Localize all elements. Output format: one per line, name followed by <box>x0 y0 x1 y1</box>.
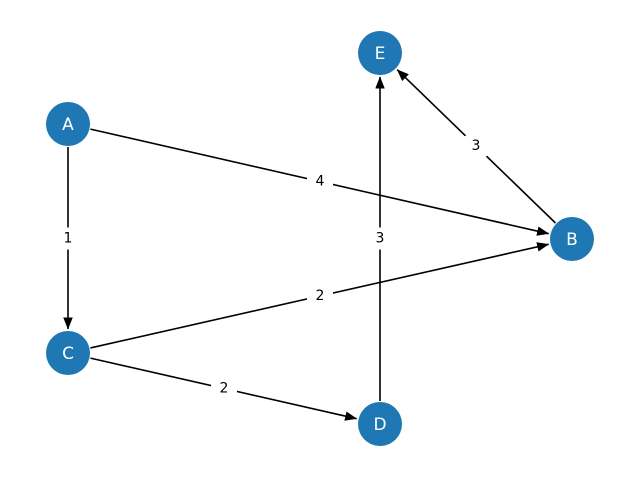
edge-label-bg <box>367 227 393 250</box>
node-circle-D <box>358 402 402 446</box>
node-label-C: C <box>62 344 74 364</box>
edge-weight-label-B-E: 3 <box>472 138 481 154</box>
node-label-D: D <box>373 415 386 435</box>
edge-weight-label-C-D: 2 <box>220 381 229 397</box>
edge-weight-label-C-B: 2 <box>316 288 325 304</box>
edge-label-bg <box>55 227 81 250</box>
node-label-B: B <box>566 230 578 250</box>
node-label-E: E <box>375 44 386 64</box>
node-A: A <box>46 102 90 146</box>
edge-label-bg <box>211 377 237 400</box>
node-B: B <box>550 217 594 261</box>
edge-weight-label-A-B: 4 <box>316 174 325 190</box>
edge-weight-label-A-C: 1 <box>64 231 73 247</box>
node-circle-A <box>46 102 90 146</box>
node-E: E <box>358 31 402 75</box>
node-circle-B <box>550 217 594 261</box>
node-D: D <box>358 402 402 446</box>
node-C: C <box>46 331 90 375</box>
node-label-A: A <box>62 115 74 135</box>
node-circle-C <box>46 331 90 375</box>
edge-weight-label-D-E: 3 <box>376 231 385 247</box>
node-circle-E <box>358 31 402 75</box>
edge-label-bg <box>307 170 333 193</box>
edge-label-bg <box>463 135 489 157</box>
edge-label-bg <box>307 285 333 307</box>
